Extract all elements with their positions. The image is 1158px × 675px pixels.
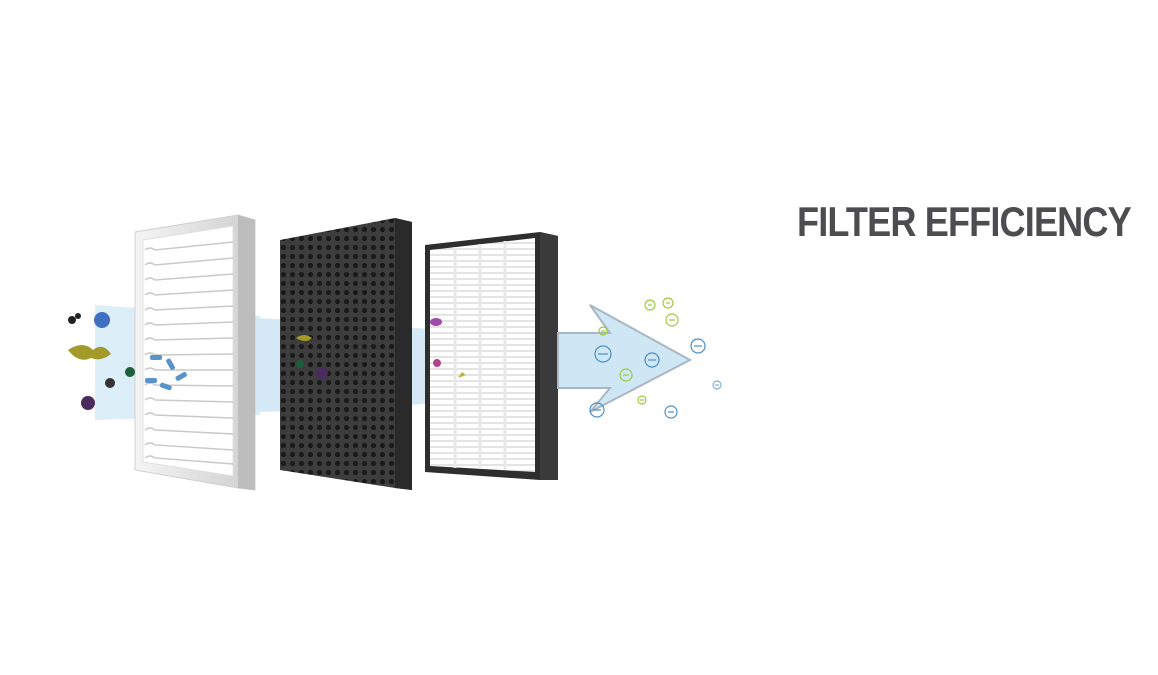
pre-filter [134,214,256,491]
negative-ion-group [589,297,722,419]
virus-icon [81,396,95,410]
negative-ion-icon [664,405,678,419]
dust-particle-icon [75,313,81,319]
negative-ion-icon [619,368,633,382]
negative-ion-icon [665,313,679,327]
dust-particle-icon [105,378,115,388]
activated-carbon-filter [280,218,412,490]
dust-particle-icon [68,316,76,324]
pollen-icon [94,312,110,328]
bacteria-icon [125,367,135,377]
negative-ion-icon [644,352,660,368]
pollen-icon [430,318,442,326]
mold-icon [458,372,466,378]
pollutant-group [68,312,466,410]
negative-ion-icon [690,338,706,354]
mold-icon [296,335,312,341]
pollen-icon [433,359,441,367]
negative-ion-icon [712,380,722,390]
negative-ion-icon [637,395,647,405]
clean-air-arrow [557,304,693,413]
virus-icon [316,367,328,379]
bacteria-icon [145,355,187,391]
page-title: FILTER EFFICIENCY [797,198,1132,245]
mold-icon [68,345,111,360]
negative-ion-icon [598,326,608,336]
negative-ion-icon [589,402,605,418]
negative-ion-icon [594,345,612,363]
negative-ion-icon [644,299,656,311]
bacteria-icon [296,360,304,368]
negative-ion-icon [662,297,674,309]
hepa-filter [425,232,558,480]
